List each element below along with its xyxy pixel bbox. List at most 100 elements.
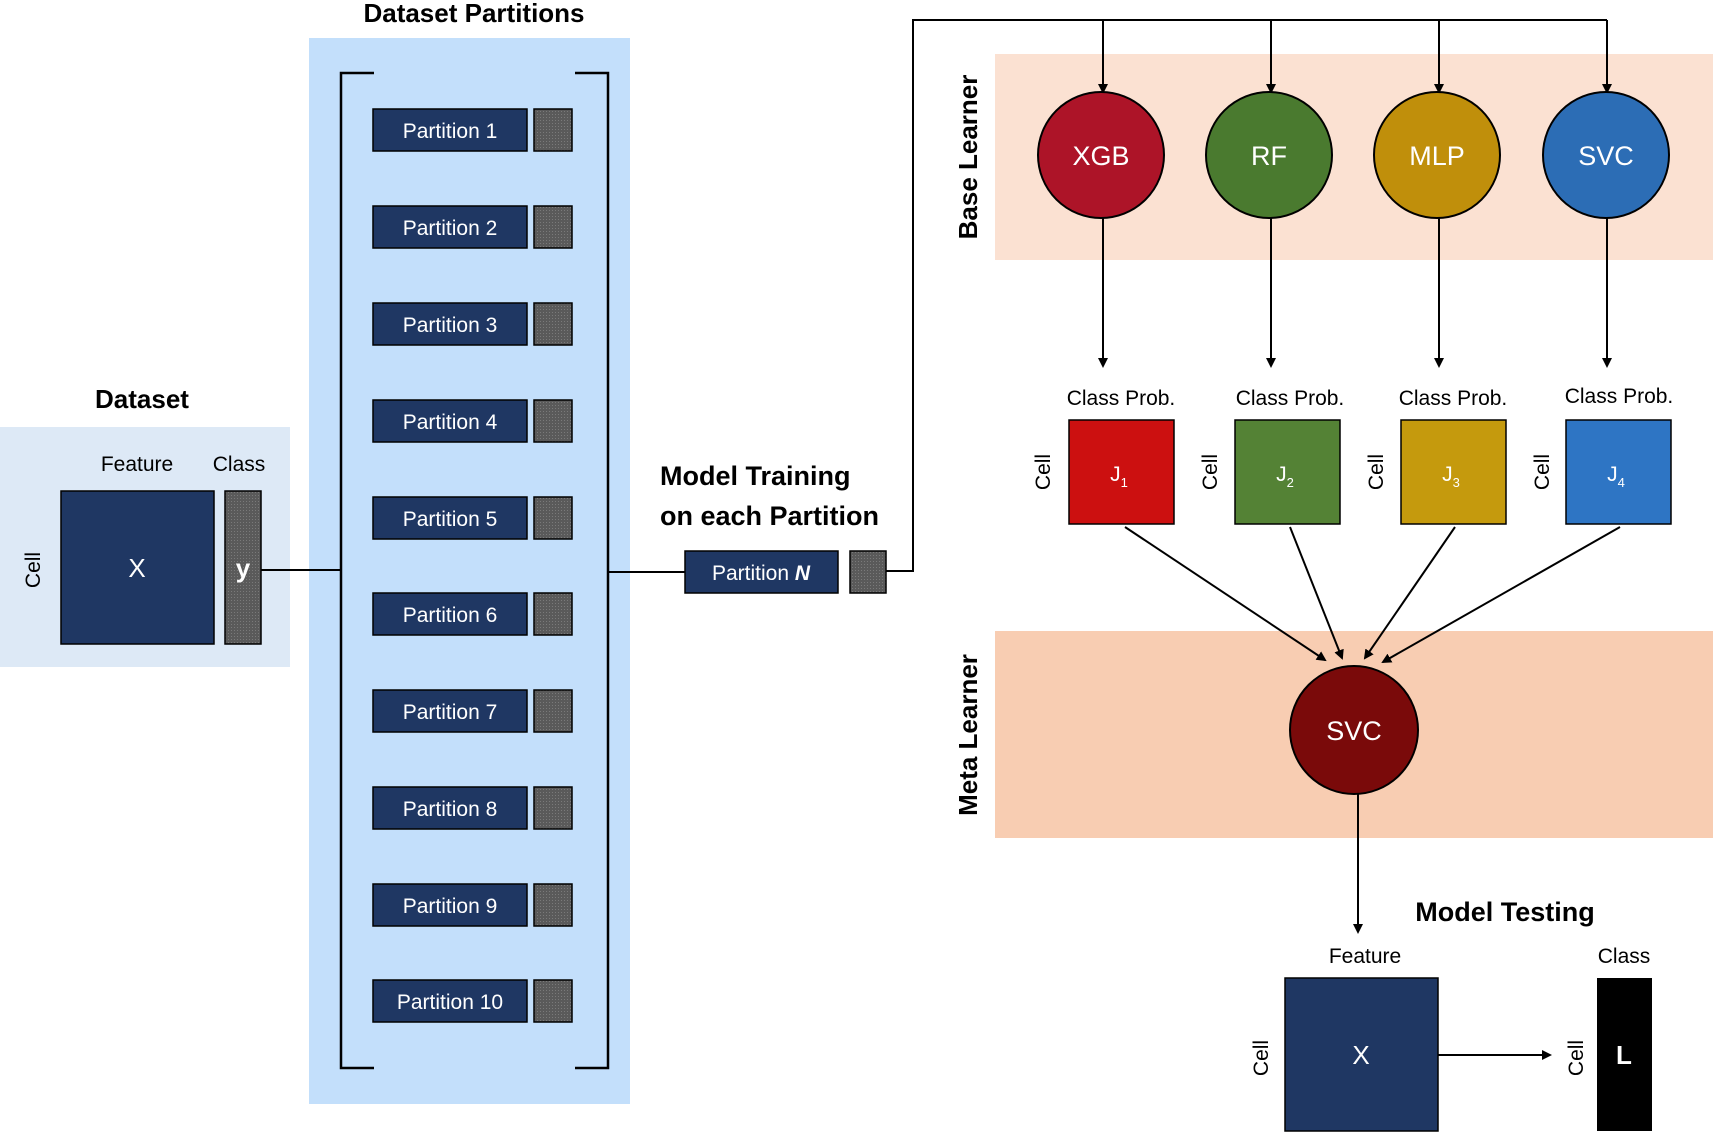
partition-row-2: Partition 2 [372,205,573,249]
partition-row-8: Partition 8 [372,786,573,830]
dataset-y-label: y [236,553,251,583]
class-prob-j4 [1565,419,1672,525]
prob-cell-label-3: Cell [1365,454,1388,490]
testing-class-vector [1597,978,1652,1131]
partition-n-var: N [795,562,811,585]
testing-class-label: Class [1598,945,1651,968]
partition-class-swatch [533,786,573,830]
meta-svc-node [1289,665,1419,795]
training-title-line1: Model Training [660,461,851,491]
partition-n-prefix: Partition [712,562,795,585]
base-learner-label: Base Learner [953,75,983,240]
j3-sub: 3 [1453,475,1460,490]
partitions-title: Dataset Partitions [363,0,584,28]
dataset-feature-matrix [60,490,215,645]
j4-base: J [1607,463,1618,486]
partition-row-4: Partition 4 [372,399,573,443]
testing-feature-label: Feature [1329,945,1401,968]
dataset-class-label: Class [213,453,266,476]
testing-cell-label-x: Cell [1250,1040,1273,1076]
rf-label: RF [1251,141,1287,171]
meta-svc-label: SVC [1326,716,1382,746]
partition-n-box [684,550,839,594]
partition-label: Partition 4 [403,411,498,434]
class-prob-label-2: Class Prob. [1236,387,1345,410]
j1-label: J1 [1110,463,1128,490]
j1-base: J [1110,463,1121,486]
j1-sub: 1 [1121,475,1128,490]
svc-label: SVC [1578,141,1634,171]
training-title-line2: on each Partition [660,501,879,531]
partition-class-swatch [533,592,573,636]
partition-label: Partition 7 [403,701,498,724]
j4-label: J4 [1607,463,1625,490]
testing-title: Model Testing [1415,897,1595,927]
dataset-cell-label: Cell [22,552,45,588]
j3-to-meta-arrow [1363,526,1456,660]
testing-cell-label-l: Cell [1565,1040,1588,1076]
partition-label: Partition 5 [403,508,498,531]
dataset-class-vector [224,490,262,645]
j2-sub: 2 [1287,475,1294,490]
prob-cell-label-2: Cell [1199,454,1222,490]
rf-node [1205,91,1333,219]
dataset-x-label: X [128,553,145,583]
testing-l-label: L [1616,1040,1632,1070]
partition-class-swatch [533,108,573,152]
partition-row-1: Partition 1 [372,108,573,152]
class-prob-label-3: Class Prob. [1399,387,1508,410]
training-routing-line [886,19,1607,572]
partition-class-swatch [533,399,573,443]
partition-class-swatch [533,205,573,249]
xgb-label: XGB [1072,141,1129,171]
partition-label: Partition 3 [403,314,498,337]
partition-row-9: Partition 9 [372,883,573,927]
xgb-node [1037,91,1165,219]
class-prob-j3 [1400,419,1507,525]
partition-class-swatch [533,689,573,733]
j2-label: J2 [1276,463,1294,490]
j3-label: J3 [1442,463,1460,490]
class-prob-label-4: Class Prob. [1565,385,1674,408]
partition-n-label: Partition N [712,562,811,585]
partition-class-swatch [533,496,573,540]
partition-row-6: Partition 6 [372,592,573,636]
j1-to-meta-arrow [1124,526,1327,662]
partition-class-swatch [533,302,573,346]
partition-class-swatch [533,979,573,1023]
partition-class-swatch [533,883,573,927]
partition-row-10: Partition 10 [372,979,573,1023]
class-prob-j2 [1234,419,1341,525]
dataset-feature-label: Feature [101,453,173,476]
partition-row-5: Partition 5 [372,496,573,540]
partition-label: Partition 9 [403,895,498,918]
testing-x-label: X [1352,1040,1369,1070]
j4-sub: 4 [1618,475,1625,490]
partition-label: Partition 1 [403,120,498,143]
partition-label: Partition 6 [403,604,498,627]
j3-base: J [1442,463,1453,486]
partition-label: Partition 10 [397,991,503,1014]
partition-label: Partition 2 [403,217,498,240]
partition-label: Partition 8 [403,798,498,821]
j2-base: J [1276,463,1287,486]
dataset-title: Dataset [95,384,189,414]
meta-learner-label: Meta Learner [953,654,983,816]
class-prob-label-1: Class Prob. [1067,387,1176,410]
left-bracket [339,71,374,1070]
testing-feature-matrix [1284,977,1439,1132]
right-bracket [575,71,610,1070]
mlp-label: MLP [1409,141,1465,171]
prob-cell-label-1: Cell [1032,454,1055,490]
partition-row-7: Partition 7 [372,689,573,733]
prob-cell-label-4: Cell [1531,454,1554,490]
j2-to-meta-arrow [1289,526,1344,660]
partitions-panel [309,38,630,1104]
partition-row-3: Partition 3 [372,302,573,346]
class-prob-j1 [1068,419,1175,525]
j4-to-meta-arrow [1381,526,1621,663]
mlp-node [1373,91,1501,219]
partition-n-class-swatch [849,550,887,594]
